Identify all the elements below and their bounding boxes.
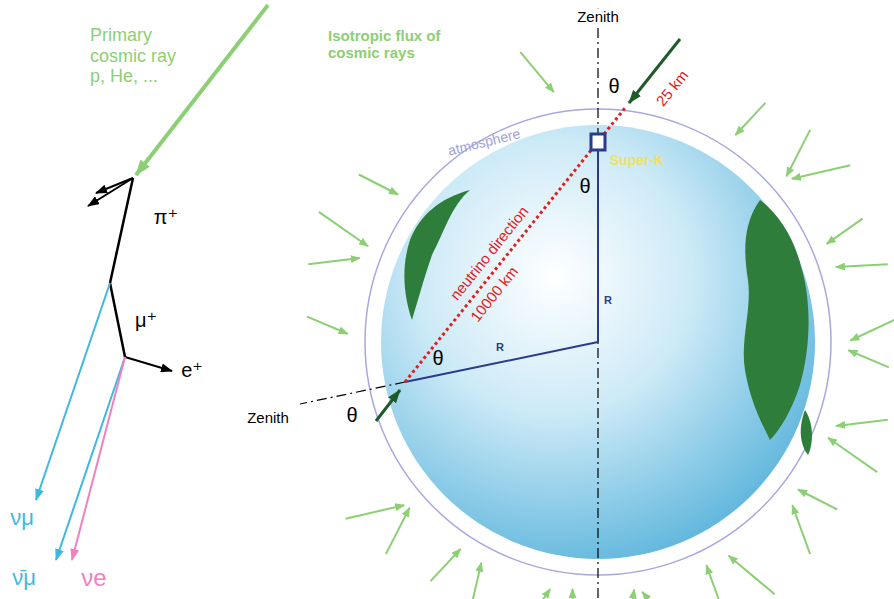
particle-label: π⁺ <box>154 206 178 229</box>
cosmic-ray-arrow <box>520 589 550 599</box>
cosmic-ray-arrow <box>431 549 461 581</box>
cosmic-ray-arrows <box>307 52 894 599</box>
cosmic-ray-arrow <box>798 490 837 510</box>
neutrino-path <box>405 108 625 382</box>
continent <box>744 200 809 440</box>
neutrino-label: νμ <box>10 505 34 530</box>
cosmic-ray-arrow <box>307 317 348 334</box>
cosmic-ray-arrow <box>520 52 553 92</box>
zenith-axis <box>300 382 405 404</box>
zenith-label: Zenith <box>245 409 291 426</box>
cosmic-ray-arrow <box>828 438 877 472</box>
neutrino-label: ν̄μ <box>12 565 36 590</box>
cosmic-ray-arrow <box>468 563 481 599</box>
cosmic-ray-arrow <box>346 505 404 518</box>
cosmic-ray-arrow <box>792 165 850 178</box>
cosmic-ray-arrow <box>706 565 721 599</box>
cosmic-ray-arrow <box>319 212 368 246</box>
positron-track <box>125 357 172 371</box>
flux-label: Isotropic flux of cosmic rays <box>326 27 470 62</box>
neutrino-track <box>56 357 125 560</box>
neutrino-track <box>72 357 125 560</box>
detector <box>591 134 605 150</box>
cosmic-ray-arrow <box>625 590 634 599</box>
particle-label: μ⁺ <box>135 309 157 332</box>
cosmic-ray-arrow <box>359 175 398 195</box>
cosmic-ray-arrow <box>642 592 675 599</box>
neutrino-track <box>36 283 110 500</box>
cosmic-ray-arrow <box>729 556 775 595</box>
cosmic-ray-arrow <box>827 219 863 244</box>
cosmic-ray-arrow <box>735 103 765 135</box>
cosmic-ray-arrow <box>572 589 574 599</box>
continent <box>801 410 812 455</box>
zenith-axis <box>597 8 598 599</box>
primary-label: Primary cosmic ray p, He, ... <box>90 25 190 87</box>
distance-label: 25 km <box>651 65 693 111</box>
secondary-track <box>88 178 133 206</box>
cosmic-ray-arrow <box>792 505 810 554</box>
angle-label: θ <box>579 175 590 198</box>
cosmic-ray-arrow <box>308 258 360 264</box>
radius-label: R <box>496 341 504 354</box>
pion-track <box>110 178 133 283</box>
cosmic-ray-arrow <box>836 420 888 426</box>
secondary-track <box>96 178 133 193</box>
cosmic-ray-arrow <box>848 350 889 367</box>
primary-ray <box>136 5 268 175</box>
muon-track <box>110 283 125 357</box>
angle-label: θ <box>606 75 621 98</box>
zenith-label: Zenith <box>575 8 621 25</box>
angle-label: θ <box>432 347 443 370</box>
cosmic-ray-arrow <box>787 130 811 176</box>
atmosphere-shell <box>365 109 831 575</box>
cosmic-ray-arrow <box>850 315 894 340</box>
particle-label: e⁺ <box>181 359 203 382</box>
cosmic-ray-arrow <box>386 508 410 554</box>
radius-line <box>597 150 599 342</box>
radius-label: R <box>604 294 612 307</box>
neutrino-label: νe <box>81 564 106 592</box>
angle-label: θ <box>344 404 359 427</box>
detector-label: Super-K <box>610 152 664 168</box>
cosmic-ray-arrow <box>836 264 888 267</box>
incoming-ray <box>376 390 400 421</box>
